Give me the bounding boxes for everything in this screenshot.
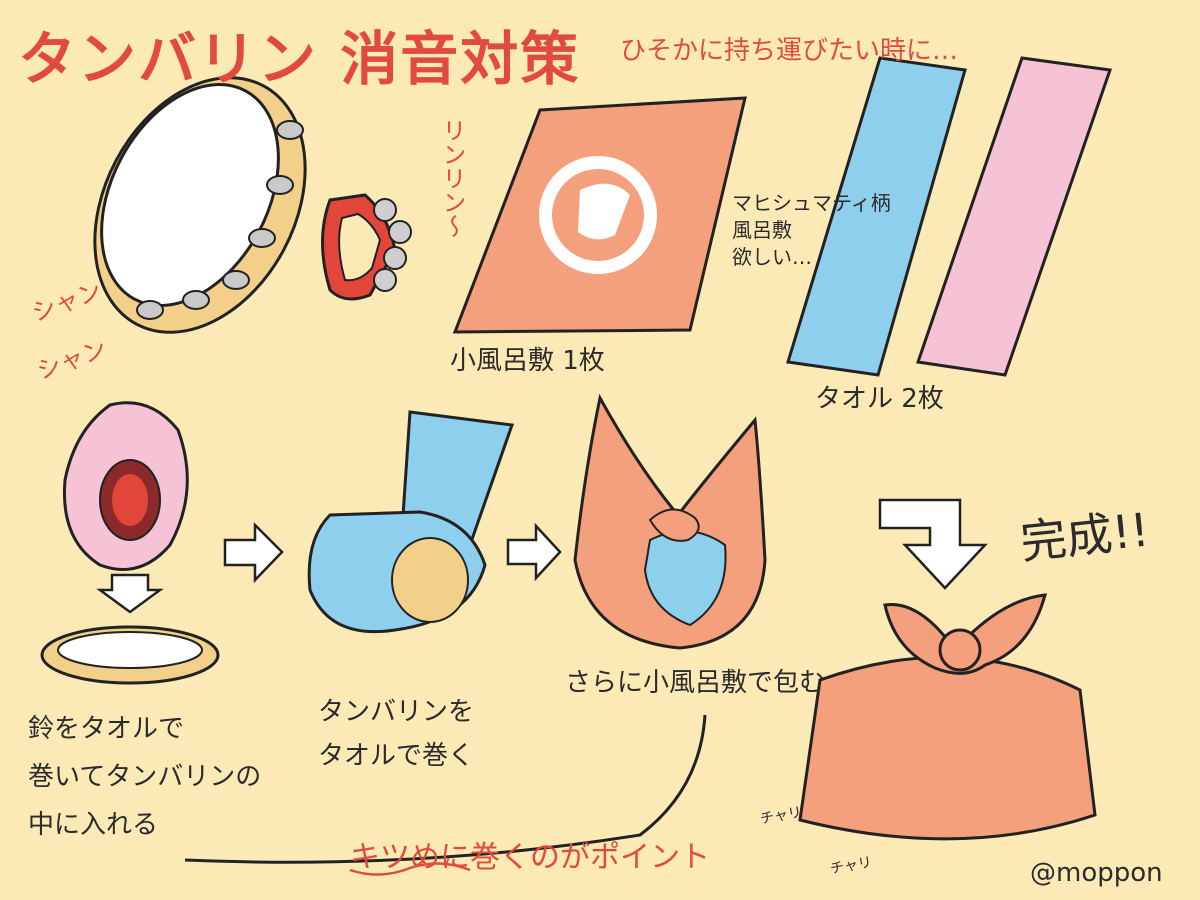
step3-caption: さらに小風呂敷で包む [565,668,826,698]
page-subtitle: ひそかに持ち運びたい時に… [620,36,959,66]
furoshiki-note: マヒシュマティ柄 風呂敷 欲しい… [732,190,891,271]
furoshiki-illustration [452,96,747,334]
step1-illustration [40,401,220,685]
down-arrow-icon [96,573,164,614]
right-arrow-icon [223,521,284,584]
bell-shaker-illustration [321,193,412,301]
furoshiki-label: 小風呂敷 1枚 [450,346,605,376]
step2-caption-line: タンバリンを [318,697,475,727]
tambourine-illustration [93,76,307,334]
step1-caption-line: 巻いてタンバリンの [28,762,262,793]
page-title: タンバリン 消音対策 [18,25,581,93]
step3-illustration [573,393,767,650]
author-credit: @moppon [1030,858,1163,888]
towels-label: タオル 2枚 [815,384,944,414]
furoshiki-note-line: 欲しい… [732,245,812,269]
completed-bundle-illustration [798,593,1097,841]
right-arrow-icon-2 [506,522,562,582]
sfx-rinrin: リンリン〜 [438,118,466,238]
towels-illustration [786,56,1113,377]
step2-caption: タンバリンを タオルで巻く [318,690,474,778]
curved-arrow-icon [878,498,988,590]
step2-illustration [307,410,515,634]
step2-caption-line: タオルで巻く [318,741,475,772]
furoshiki-note-line: マヒシュマティ柄 [732,191,891,215]
step1-caption: 鈴をタオルで 巻いてタンバリンの 中に入れる [28,705,261,849]
step1-caption-line: 中に入れる [28,810,159,841]
point-note: キツめに巻くのがポイント [350,840,710,875]
completed-label: 完成!! [1017,502,1152,570]
furoshiki-note-line: 風呂敷 [732,218,792,242]
step1-caption-line: 鈴をタオルで [28,714,185,744]
